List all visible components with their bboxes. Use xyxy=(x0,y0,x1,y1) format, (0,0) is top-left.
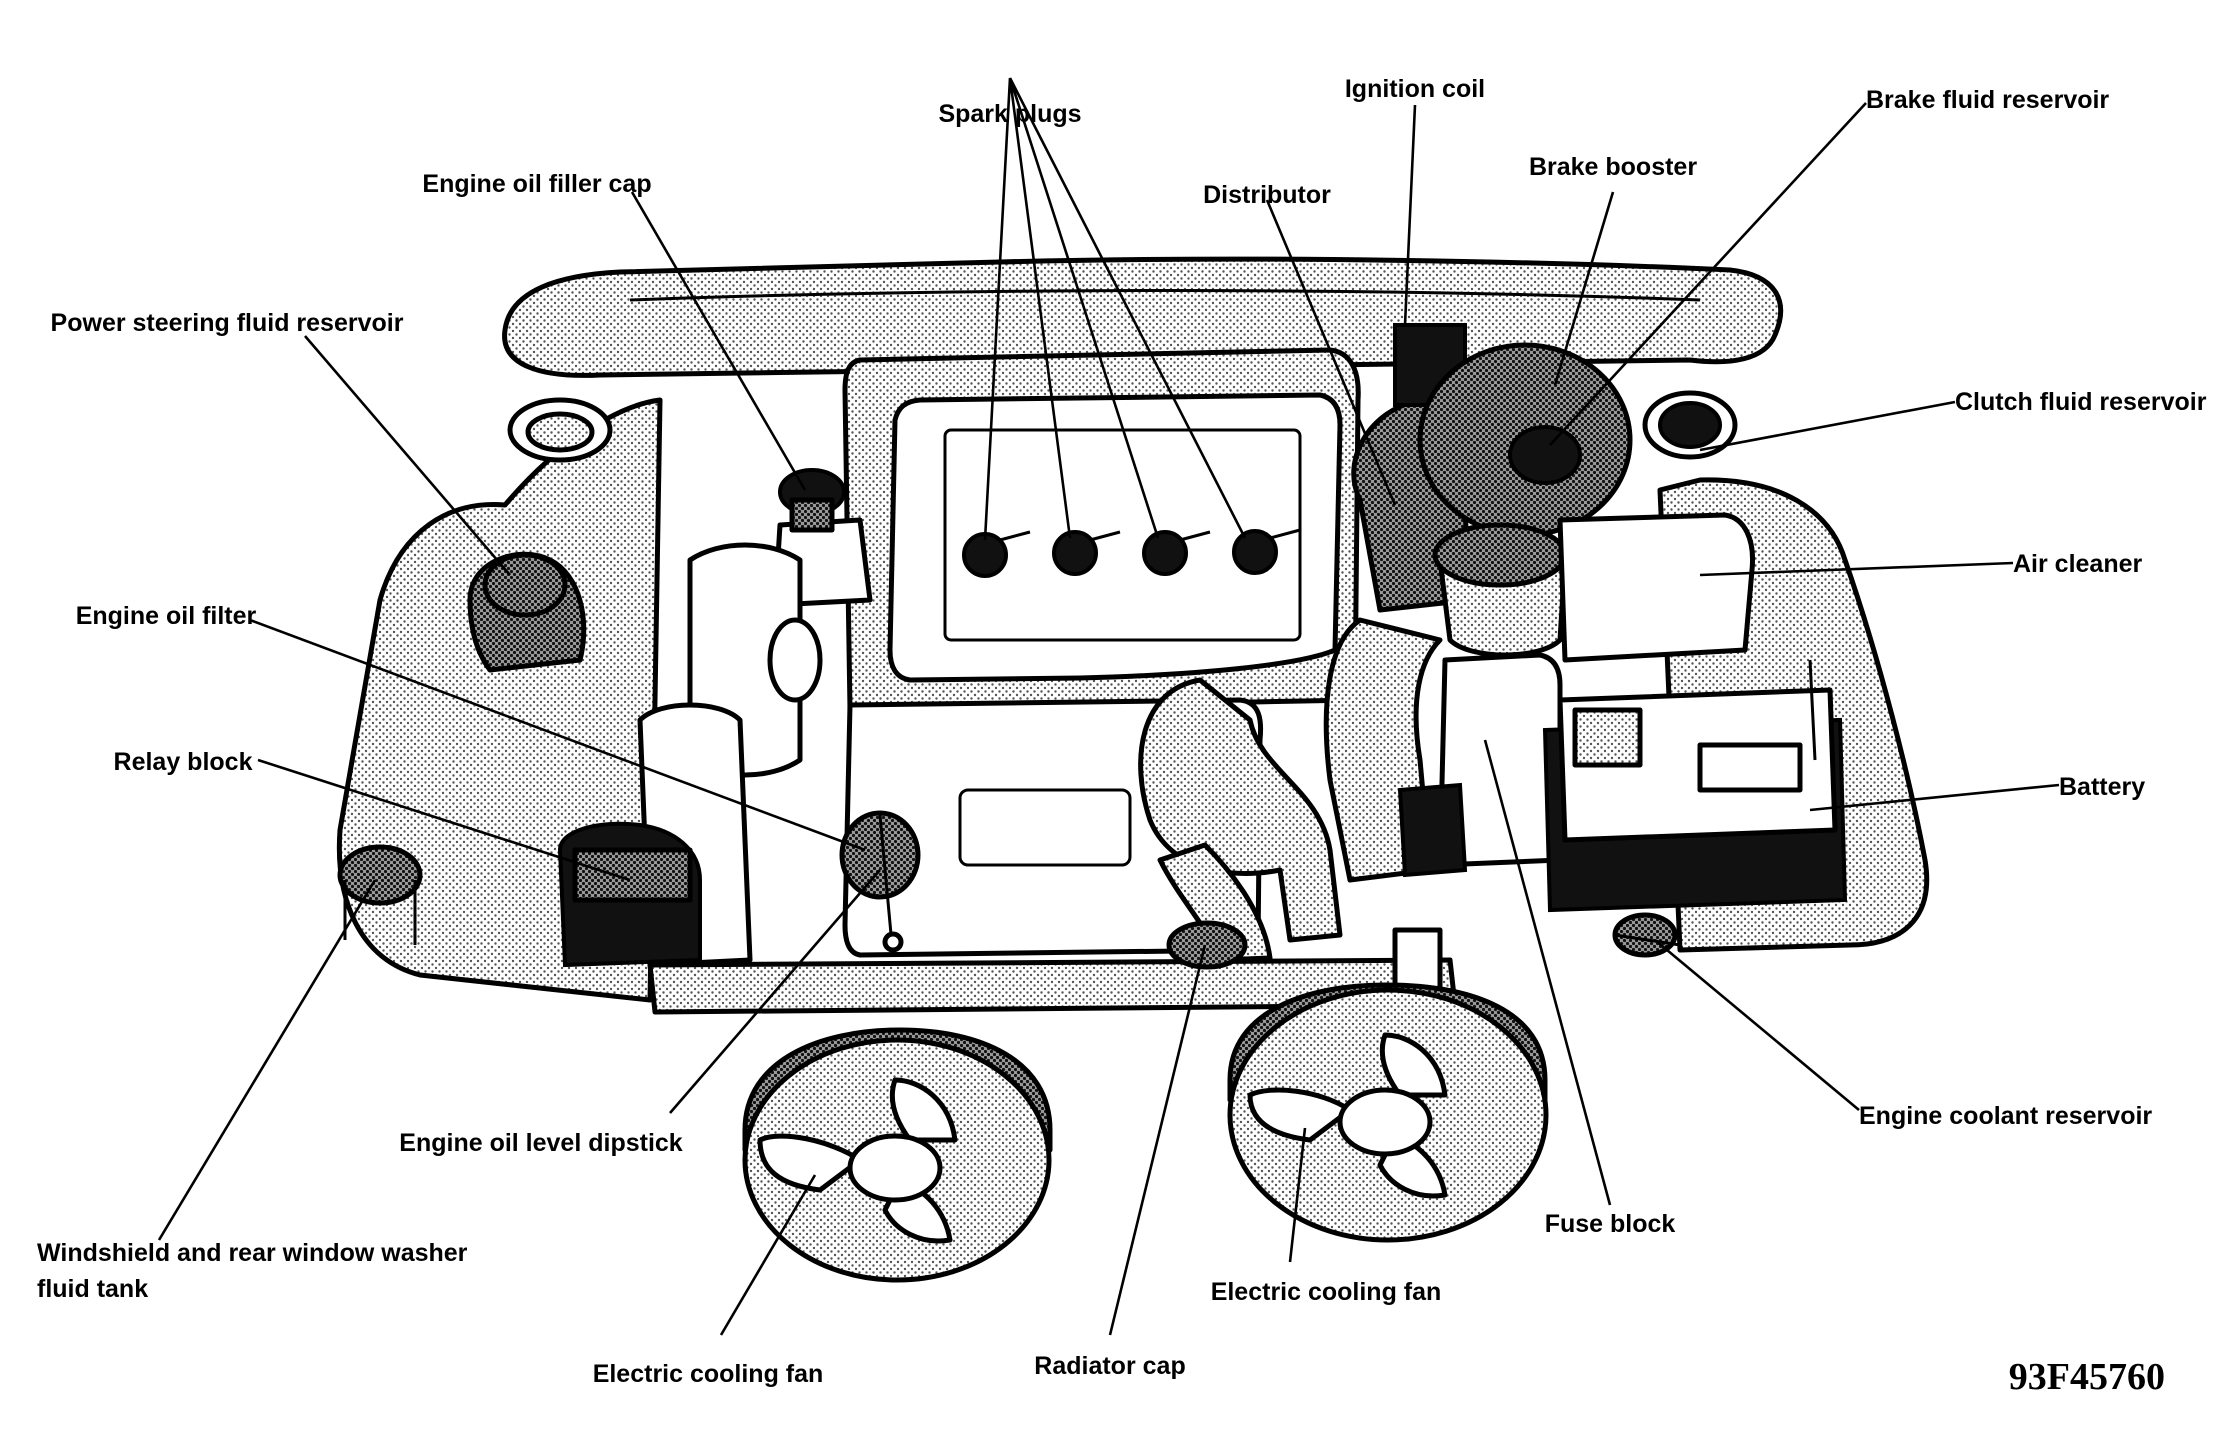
battery-shape xyxy=(1542,659,1848,913)
callout-labels: Spark plugs Ignition coil Brake fluid re… xyxy=(37,75,2207,1398)
label-ignition-coil: Ignition coil xyxy=(1345,75,1485,103)
oil-filter-shape xyxy=(839,810,921,900)
label-relay-block: Relay block xyxy=(114,748,253,776)
label-power-steering-fluid-reservoir: Power steering fluid reservoir xyxy=(51,309,404,337)
relay-block-shape xyxy=(557,821,702,968)
label-radiator-cap: Radiator cap xyxy=(1034,1352,1185,1380)
label-washer-fluid-tank-line1: Windshield and rear window washer xyxy=(37,1239,468,1267)
label-engine-oil-level-dipstick: Engine oil level dipstick xyxy=(399,1129,683,1157)
engine-illustration xyxy=(336,256,1930,1283)
clutch-reservoir-shape xyxy=(1658,401,1722,449)
washer-tank-cap xyxy=(337,844,423,906)
label-engine-coolant-reservoir: Engine coolant reservoir xyxy=(1859,1102,2152,1130)
brake-reservoir-shape xyxy=(1508,425,1582,485)
label-electric-cooling-fan-left: Electric cooling fan xyxy=(593,1360,824,1388)
label-brake-booster: Brake booster xyxy=(1529,153,1697,181)
leader-lines xyxy=(157,77,2060,1336)
label-engine-oil-filler-cap: Engine oil filler cap xyxy=(422,170,651,198)
label-brake-fluid-reservoir: Brake fluid reservoir xyxy=(1866,86,2109,114)
radiator-cap-shape xyxy=(1166,920,1248,970)
power-steering-reservoir-shape xyxy=(467,551,587,673)
valve-cover xyxy=(887,392,1343,683)
label-electric-cooling-fan-right: Electric cooling fan xyxy=(1211,1278,1442,1306)
label-engine-oil-filter: Engine oil filter xyxy=(76,602,257,630)
label-battery: Battery xyxy=(2059,773,2145,801)
air-cleaner-shape xyxy=(1557,512,1756,663)
label-spark-plugs: Spark plugs xyxy=(938,100,1081,128)
figure-id: 93F45760 xyxy=(2009,1356,2165,1398)
label-clutch-fluid-reservoir: Clutch fluid reservoir xyxy=(1955,388,2207,416)
label-air-cleaner: Air cleaner xyxy=(2013,550,2143,578)
right-cooling-fan-shape xyxy=(1227,982,1549,1243)
left-cooling-fan-shape xyxy=(742,1027,1053,1283)
label-fuse-block: Fuse block xyxy=(1545,1210,1676,1238)
label-washer-fluid-tank-line2: fluid tank xyxy=(37,1275,148,1303)
label-distributor: Distributor xyxy=(1203,181,1331,209)
